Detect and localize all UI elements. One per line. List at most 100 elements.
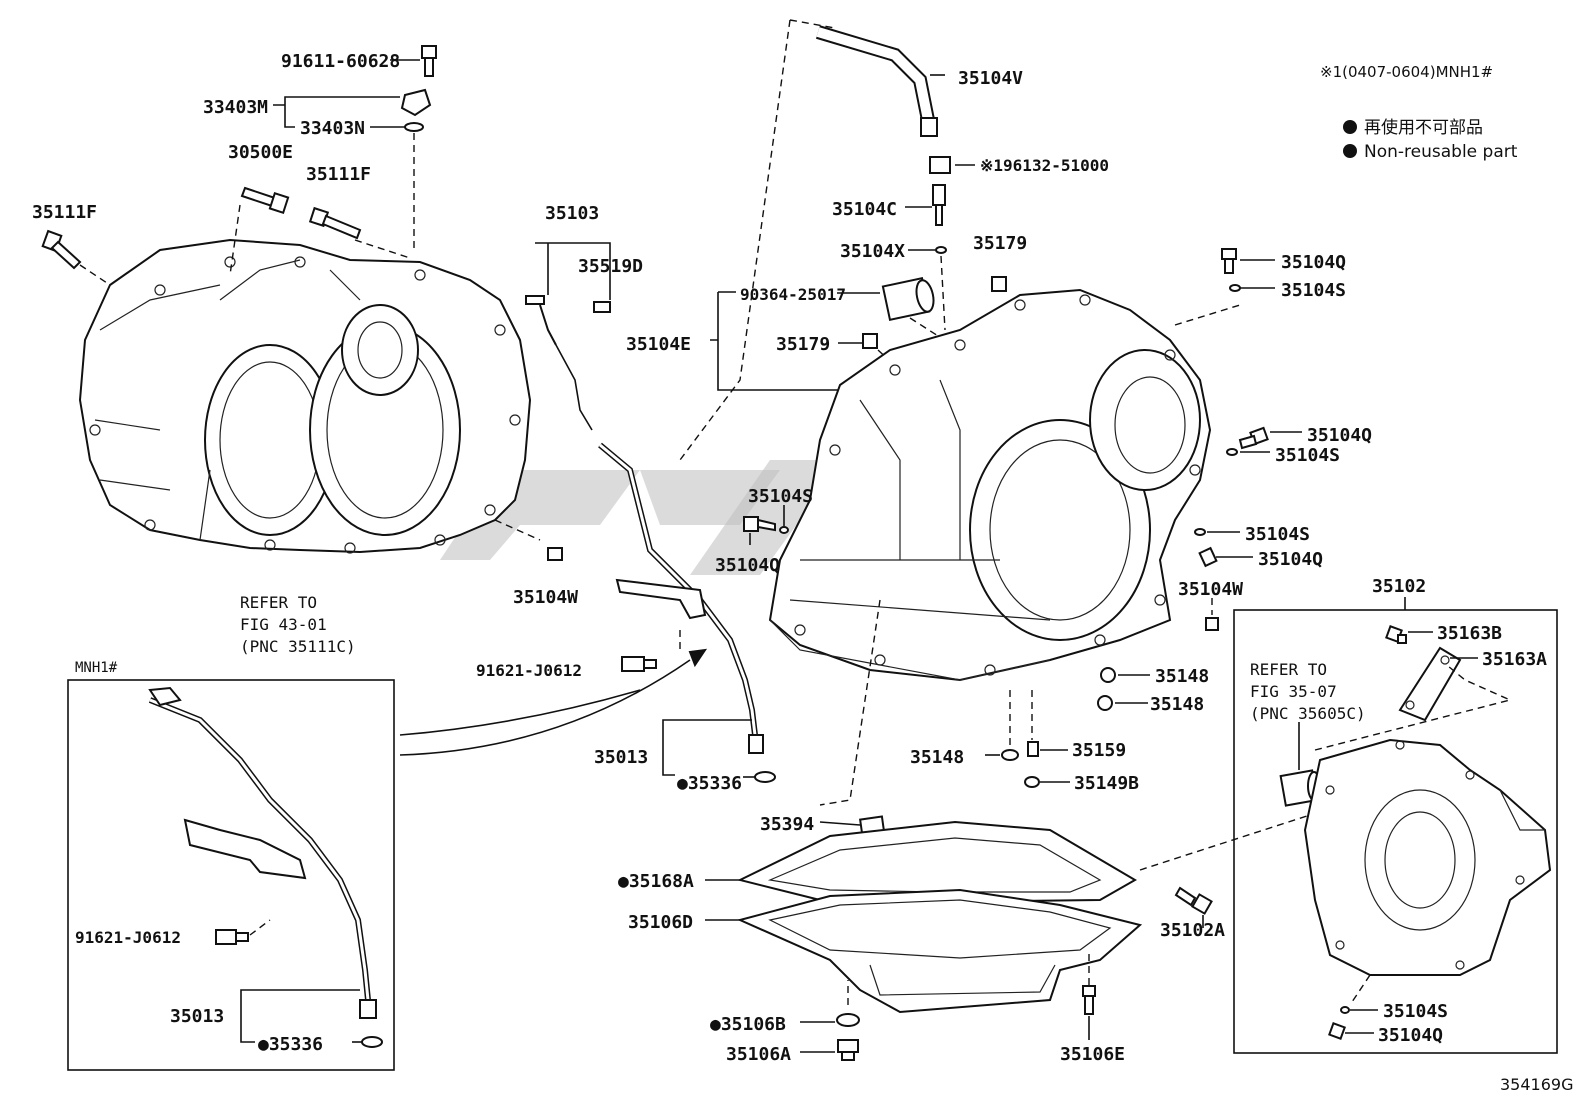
label-35104V: 35104V [958,68,1023,89]
non-reusable-bullet-icon-2 [1343,144,1357,158]
label-35163B: 35163B [1437,623,1502,644]
transaxle-housing-left [78,238,532,554]
label-30500E: 30500E [228,142,293,163]
box-35102 [1233,609,1558,1054]
label-35104S-d: 35104S [748,486,813,507]
bracket-35163A [1398,646,1462,722]
inset-bolt-91621-J0612 [215,929,249,945]
inset-title: MNH1# [75,660,118,676]
inset-oring-35336 [361,1036,383,1048]
label-35104Q-e: 35104Q [1378,1025,1443,1046]
bolt-35163B [1385,625,1407,644]
label-91621-J0612-a: 91621-J0612 [476,661,582,680]
plug-35179-a [991,276,1007,292]
dipstick-35103 [525,295,611,431]
label-35104W-b: 35104W [1178,579,1243,600]
label-35102: 35102 [1372,576,1426,597]
label-35106D: 35106D [628,912,693,933]
clip-35519D [593,301,611,313]
legend-jp: 再使用不可部品 [1364,117,1483,138]
label-91611-60628: 91611-60628 [281,51,400,72]
bolt-35102A [1174,886,1213,915]
plug-35179-b [862,333,878,349]
ref-fig43-line1: REFER TO [240,593,317,612]
washer-35104S-e [1340,1006,1350,1014]
oring-35336 [754,771,776,783]
plug-35104C [932,184,946,226]
figure-number: 354169G [1500,1075,1573,1094]
drain-plug-35106A [837,1039,859,1061]
label-35104S-e: 35104S [1383,1001,1448,1022]
label-35104S-a: 35104S [1281,280,1346,301]
oring-33403N [404,122,424,132]
arrow-inset-connector [399,659,691,756]
ref-fig35-line1: REFER TO [1250,660,1327,679]
label-35179-a: 35179 [973,233,1027,254]
washer-35104S-d [779,526,789,534]
breather-hose-35104V [815,25,938,137]
label-35104X: 35104X [840,241,905,262]
inset-mnh1 [67,679,395,1071]
bolt-35104Q-a [1221,248,1237,274]
plug-35104W-b [1205,617,1219,631]
label-35168A: ●35168A [618,871,694,892]
bearing-90364-25017 [881,277,935,321]
washer-35104S-c [1194,528,1206,536]
label-35103: 35103 [545,203,599,224]
label-35336-a: ●35336 [677,773,742,794]
bolt-35106E [1082,985,1096,1015]
label-35148-a: 35148 [1155,666,1209,687]
pin-35159 [1027,741,1039,757]
label-33403M: 33403M [203,97,268,118]
ref-fig43-line2: FIG 43-01 [240,615,327,634]
label-35104Q-b: 35104Q [1307,425,1372,446]
bolt-35104Q-c [1198,546,1218,568]
label-35148-b: 35148 [1150,694,1204,715]
transmission-case-center [768,288,1212,682]
label-35013-a: 35013 [594,747,648,768]
transfer-case-35102 [1303,738,1552,976]
non-reusable-bullet-icon [1343,120,1357,134]
bolt-35111F-a [41,229,82,270]
label-35111F-a: 35111F [32,202,97,223]
label-35106E: 35106E [1060,1044,1125,1065]
label-35106A: 35106A [726,1044,791,1065]
bracket-33403M [400,88,432,117]
label-35179-b: 35179 [776,334,830,355]
washer-35104S-b [1226,448,1238,456]
bolt-35104Q-e [1328,1022,1346,1040]
plug-35148-a [1100,667,1116,683]
bolt-35111F-b [308,206,362,240]
label-196132-51000: ※196132-51000 [980,156,1109,175]
legend-en: Non-reusable part [1364,142,1518,162]
bolt-30500E [240,186,290,215]
oring-35104X [935,246,947,254]
label-35159: 35159 [1072,740,1126,761]
plug-35149B [1024,776,1040,788]
oil-filler-tube-35013 [598,442,764,754]
inset-filler-tube [148,686,377,1019]
label-35104C: 35104C [832,199,897,220]
bolt-35104Q-d [743,516,776,532]
label-35111F-b: 35111F [306,164,371,185]
label-35104Q-c: 35104Q [1258,549,1323,570]
ref-fig35-line3: (PNC 35605C) [1250,704,1366,723]
label-35104W-a: 35104W [513,587,578,608]
plug-35148-b [1097,695,1113,711]
bolt-91611-60628 [421,45,437,77]
label-35394: 35394 [760,814,814,835]
gasket-35106B [836,1013,860,1027]
bolt-35104Q-b [1238,426,1269,450]
applicability-note: ※1(0407-0604)MNH1# [1320,63,1493,81]
label-90364-25017: 90364-25017 [740,285,846,304]
label-35104Q-d: 35104Q [715,555,780,576]
label-35104Q-a: 35104Q [1281,252,1346,273]
oil-pan-35106D [737,888,1143,1014]
bolt-91621-J0612 [621,656,657,672]
label-35106B: ●35106B [710,1014,786,1035]
label-35104S-c: 35104S [1245,524,1310,545]
plug-35148-c [1001,749,1019,761]
label-35013-b: 35013 [170,1006,224,1027]
label-35148-c: 35148 [910,747,964,768]
